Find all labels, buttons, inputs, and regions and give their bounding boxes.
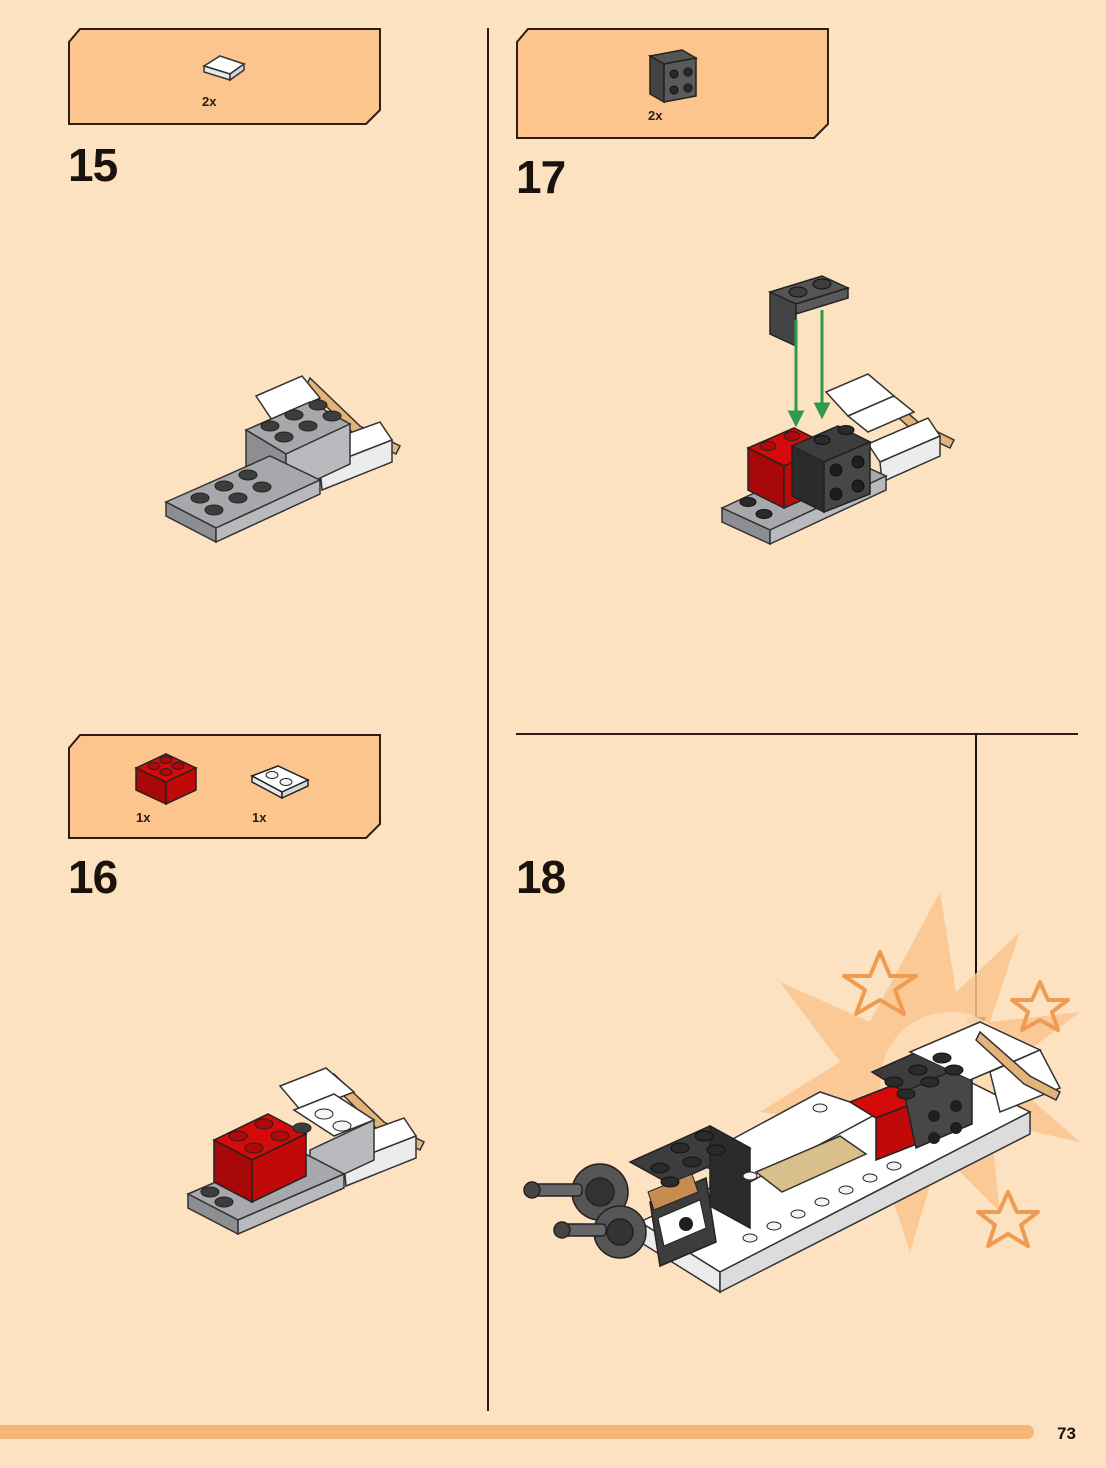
engine-assembly	[524, 1164, 646, 1258]
part-quantity: 1x	[136, 810, 150, 825]
step-15-model-illustration	[160, 368, 420, 548]
callout-frame	[68, 734, 382, 840]
white-slope-part-icon	[200, 48, 250, 86]
column-divider	[487, 28, 489, 1411]
step-16-model-illustration	[184, 1064, 434, 1244]
part-quantity: 2x	[648, 108, 662, 123]
page-number: 73	[1057, 1424, 1076, 1444]
footer-bar	[0, 1425, 1034, 1439]
step-number: 15	[68, 138, 117, 192]
parts-callout-step-15: 2x	[68, 28, 378, 122]
dark-gray-bracket-part-icon	[646, 46, 702, 106]
part-quantity: 1x	[252, 810, 266, 825]
part-quantity: 2x	[202, 94, 216, 109]
parts-callout-step-17: 2x	[516, 28, 826, 136]
step-divider	[516, 733, 1078, 735]
parts-callout-step-16: 1x 1x	[68, 734, 378, 836]
step-18-model-illustration	[520, 872, 1096, 1342]
star-decoration	[978, 1192, 1038, 1246]
step-number: 17	[516, 150, 565, 204]
step-number: 16	[68, 850, 117, 904]
red-brick-part-icon	[132, 750, 200, 810]
white-plate-part-icon	[248, 762, 314, 802]
step-17-model-illustration	[718, 268, 966, 548]
